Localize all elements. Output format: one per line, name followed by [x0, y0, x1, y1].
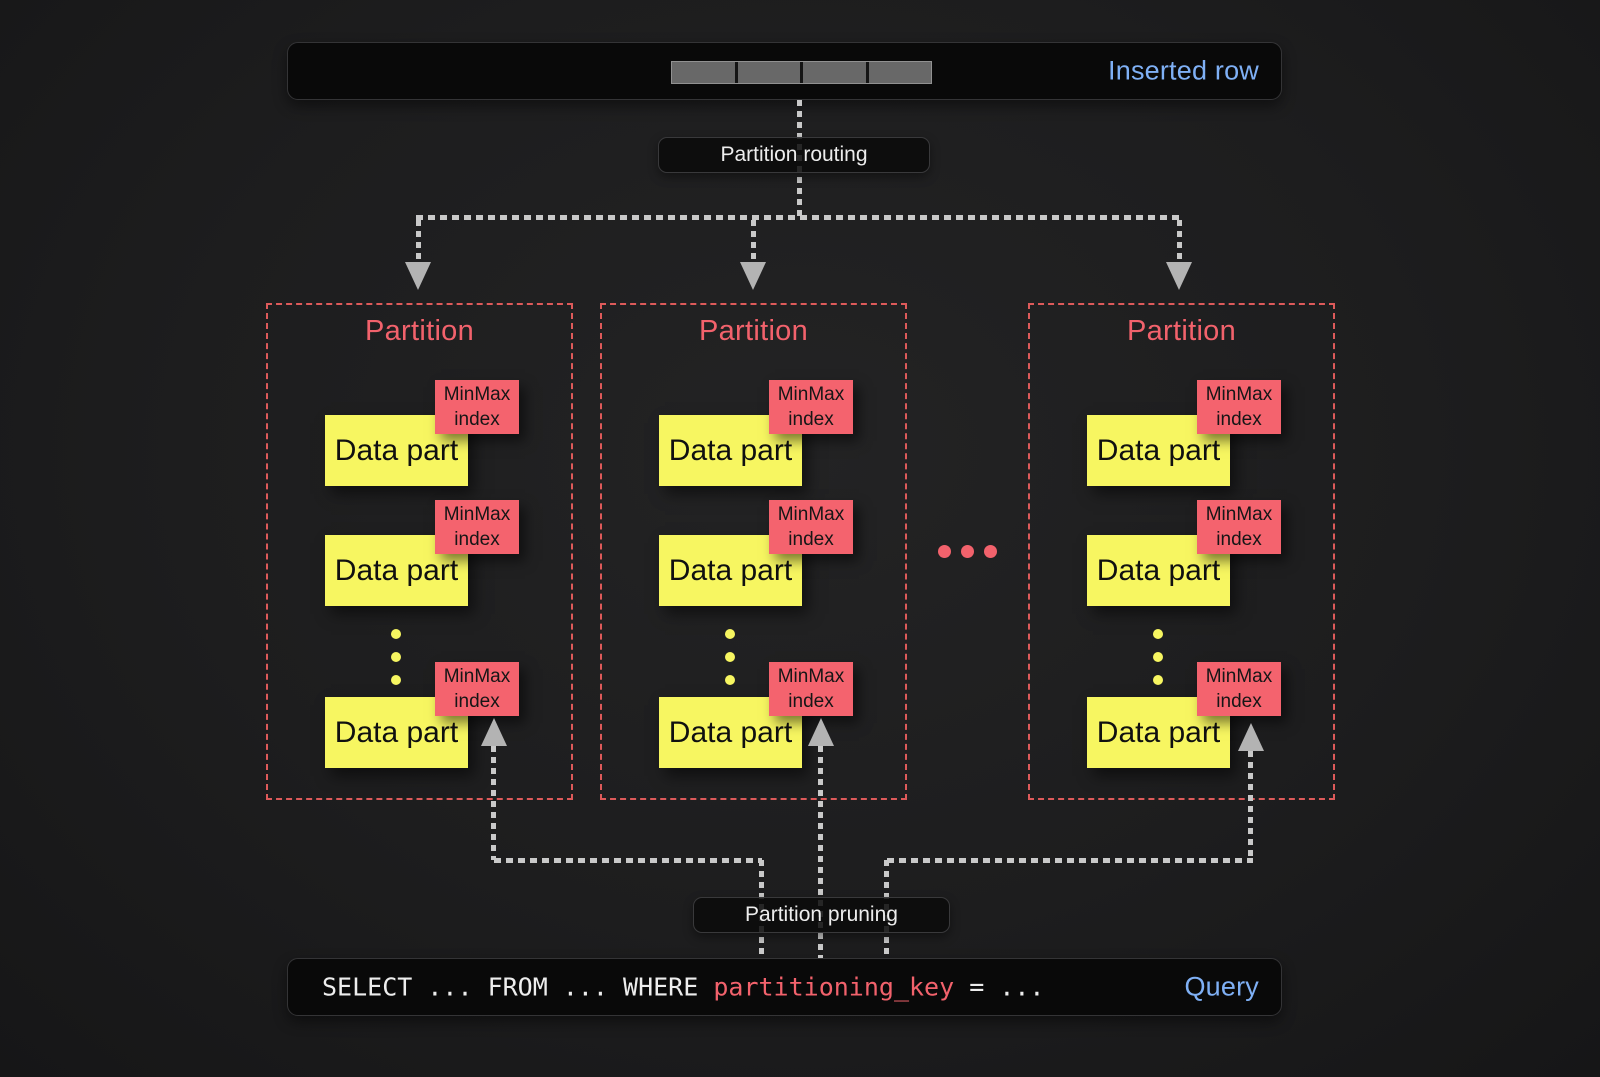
- sql-suffix: = ...: [954, 972, 1045, 1002]
- vertical-ellipsis: [391, 629, 401, 685]
- inserted-row-bar: Inserted row: [287, 42, 1282, 100]
- minmax-line1: MinMax: [1205, 666, 1273, 687]
- branch-drop-right: [1177, 220, 1182, 262]
- arrowhead-up-icon: [1238, 723, 1264, 751]
- inserted-row-label: Inserted row: [1108, 55, 1259, 86]
- minmax-line1: MinMax: [1205, 504, 1273, 525]
- query-bar: SELECT ... FROM ... WHERE partitioning_k…: [287, 958, 1282, 1016]
- partition-box-3: Partition MinMax index Data part MinMax …: [1028, 303, 1335, 800]
- minmax-line1: MinMax: [443, 384, 511, 405]
- pruning-line-left-horizontal: [494, 858, 762, 863]
- partition-routing-label: Partition routing: [658, 137, 930, 173]
- data-part-box: Data part: [325, 697, 468, 768]
- arrowhead-down-icon: [405, 262, 431, 290]
- minmax-line1: MinMax: [777, 666, 845, 687]
- minmax-line1: MinMax: [443, 504, 511, 525]
- minmax-index-tag: MinMax index: [435, 500, 519, 554]
- query-label: Query: [1184, 971, 1259, 1002]
- minmax-line2: index: [454, 529, 500, 550]
- pruning-line-left-up: [491, 746, 496, 860]
- minmax-line2: index: [788, 691, 834, 712]
- minmax-line2: index: [454, 691, 500, 712]
- minmax-line1: MinMax: [777, 384, 845, 405]
- minmax-index-tag: MinMax index: [1197, 500, 1281, 554]
- minmax-index-tag: MinMax index: [435, 662, 519, 716]
- minmax-line2: index: [1216, 529, 1262, 550]
- minmax-line1: MinMax: [443, 666, 511, 687]
- sql-query-text: SELECT ... FROM ... WHERE partitioning_k…: [322, 973, 1044, 1002]
- minmax-index-tag: MinMax index: [769, 380, 853, 434]
- pruning-line-middle: [818, 746, 823, 958]
- vertical-ellipsis: [1153, 629, 1163, 685]
- vertical-ellipsis: [725, 629, 735, 685]
- minmax-line1: MinMax: [777, 504, 845, 525]
- minmax-line2: index: [788, 529, 834, 550]
- partition-box-1: Partition MinMax index Data part MinMax …: [266, 303, 573, 800]
- branch-line: [416, 215, 1181, 220]
- row-segment: [737, 62, 800, 83]
- minmax-line2: index: [1216, 691, 1262, 712]
- partition-title: Partition: [364, 315, 475, 347]
- branch-drop-middle: [751, 220, 756, 262]
- branch-drop-left: [416, 220, 421, 262]
- partition-title: Partition: [1126, 315, 1237, 347]
- partition-title: Partition: [698, 315, 809, 347]
- arrowhead-down-icon: [740, 262, 766, 290]
- data-part-box: Data part: [1087, 415, 1230, 486]
- minmax-index-tag: MinMax index: [1197, 662, 1281, 716]
- minmax-line2: index: [1216, 409, 1262, 430]
- row-segment: [672, 62, 735, 83]
- minmax-line2: index: [788, 409, 834, 430]
- arrowhead-up-icon: [808, 718, 834, 746]
- horizontal-ellipsis: [938, 545, 997, 558]
- pruning-line-right-horizontal: [887, 858, 1253, 863]
- pruning-line-right-up: [1248, 751, 1253, 860]
- arrowhead-down-icon: [1166, 262, 1192, 290]
- row-segment: [868, 62, 931, 83]
- minmax-line1: MinMax: [1205, 384, 1273, 405]
- partition-pruning-label: Partition pruning: [693, 897, 950, 933]
- sql-partitioning-key: partitioning_key: [713, 972, 955, 1002]
- minmax-index-tag: MinMax index: [1197, 380, 1281, 434]
- minmax-index-tag: MinMax index: [435, 380, 519, 434]
- row-segment: [803, 62, 866, 83]
- minmax-index-tag: MinMax index: [769, 662, 853, 716]
- arrowhead-up-icon: [481, 718, 507, 746]
- inserted-row-segments: [671, 61, 932, 84]
- minmax-index-tag: MinMax index: [769, 500, 853, 554]
- partition-box-2: Partition MinMax index Data part MinMax …: [600, 303, 907, 800]
- minmax-line2: index: [454, 409, 500, 430]
- sql-prefix: SELECT ... FROM ... WHERE: [322, 972, 714, 1002]
